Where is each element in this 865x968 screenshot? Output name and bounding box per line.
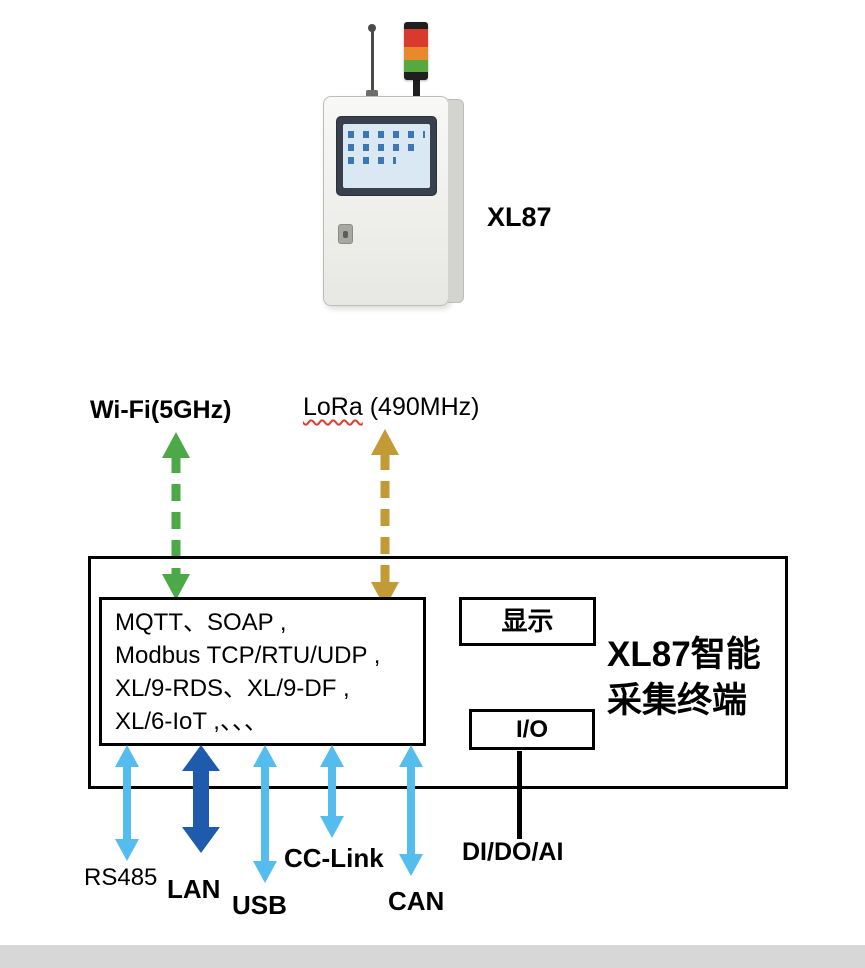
terminal-title: XL87智能 采集终端 bbox=[607, 632, 761, 724]
signal-tower-icon bbox=[404, 22, 428, 80]
antenna-base-icon bbox=[366, 90, 378, 99]
io-connection-line bbox=[517, 751, 522, 839]
antenna-icon bbox=[371, 30, 374, 98]
device-screen bbox=[336, 116, 437, 196]
protocol-line: XL/9-RDS、XL/9-DF , bbox=[115, 675, 350, 702]
device-label: XL87 bbox=[487, 202, 552, 232]
screen-pixels-row bbox=[348, 131, 425, 138]
wifi-label: Wi-Fi(5GHz) bbox=[90, 396, 232, 424]
antenna-tip-icon bbox=[368, 24, 376, 32]
usb-arrow bbox=[253, 745, 277, 883]
signal-tower-orange-light bbox=[404, 47, 428, 60]
screen-pixels-row bbox=[348, 157, 396, 164]
lora-label: LoRa (490MHz) bbox=[303, 393, 479, 422]
usb-label: USB bbox=[232, 890, 287, 920]
can-label: CAN bbox=[388, 886, 445, 916]
cc-link-arrow bbox=[320, 745, 344, 838]
device-screen-display bbox=[343, 124, 430, 188]
protocol-list-box: MQTT、SOAP , Modbus TCP/RTU/UDP , XL/9-RD… bbox=[99, 597, 426, 746]
device-side-panel bbox=[448, 99, 464, 303]
device-lock-icon bbox=[338, 224, 353, 244]
protocol-line: MQTT、SOAP , bbox=[115, 609, 287, 636]
screen-pixels-row bbox=[348, 144, 415, 151]
cc-link-label: CC-Link bbox=[284, 843, 384, 873]
io-box: I/O bbox=[469, 709, 595, 750]
signal-tower-cap bbox=[404, 22, 428, 29]
footer-strip bbox=[0, 945, 865, 968]
terminal-outer-box bbox=[88, 556, 788, 789]
signal-tower-red-light bbox=[404, 29, 428, 47]
lan-label: LAN bbox=[167, 874, 221, 904]
terminal-title-line1: XL87智能 bbox=[607, 635, 761, 674]
protocol-line: XL/6-IoT ,、、、 bbox=[115, 708, 268, 735]
signal-tower-base bbox=[404, 72, 428, 80]
lora-word: LoRa bbox=[303, 393, 363, 421]
lora-arrow bbox=[371, 429, 399, 608]
signal-tower-pole bbox=[413, 76, 420, 102]
di-do-ai-label: DI/DO/AI bbox=[462, 838, 564, 866]
signal-tower-green-light bbox=[404, 60, 428, 72]
rs485-label: RS485 bbox=[84, 864, 158, 891]
lora-frequency: (490MHz) bbox=[362, 393, 480, 421]
can-arrow bbox=[399, 745, 423, 876]
protocol-line: Modbus TCP/RTU/UDP , bbox=[115, 642, 381, 669]
rs485-arrow bbox=[115, 745, 139, 861]
lan-arrow bbox=[182, 745, 220, 853]
terminal-title-line2: 采集终端 bbox=[607, 681, 748, 720]
display-box: 显示 bbox=[459, 597, 596, 646]
